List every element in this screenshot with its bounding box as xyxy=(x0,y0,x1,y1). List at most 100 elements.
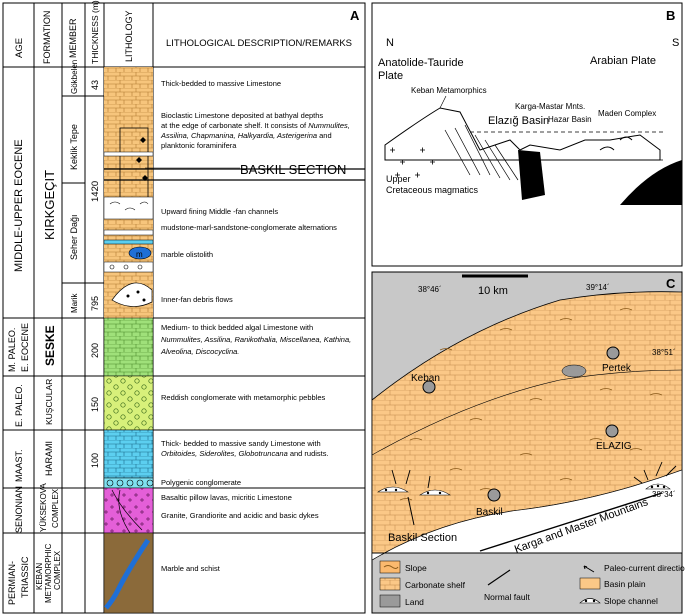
scale-label: 10 km xyxy=(478,285,508,297)
hazar-basin-label: Hazar Basin xyxy=(548,115,592,124)
karga-mastar-label: Karga-Mastar Mnts. xyxy=(515,102,585,111)
town-elazig xyxy=(605,424,619,438)
age-permian: PERMIAN- xyxy=(7,561,17,605)
panel-b-letter: B xyxy=(666,8,675,23)
south-label: S xyxy=(672,37,679,49)
age-m-paleo: M. PALEO. xyxy=(7,328,17,372)
desc-keklik-2: at the edge of carbonate shelf. It consi… xyxy=(161,121,350,130)
member-gokbelen: Gökbelen xyxy=(70,60,79,94)
lat-2: 38°34´ xyxy=(652,490,676,499)
town-pertek xyxy=(606,346,620,360)
age-maast: MAAST. xyxy=(14,449,24,482)
thickness-100: 100 xyxy=(90,453,100,468)
slope-channel-east xyxy=(633,461,677,490)
lon-2: 39°14´ xyxy=(586,283,610,292)
marble-olistolith xyxy=(128,246,152,260)
desc-seher-3: marble olistolith xyxy=(161,250,213,259)
desc-keklik-1: Bioclastic Limestone deposited at bathya… xyxy=(161,111,323,120)
header-thickness: THICKNESS (m) xyxy=(90,0,100,64)
desc-seher-1: Upward fining Middle -fan channels xyxy=(161,207,278,216)
maden-complex-label: Maden Complex xyxy=(598,109,656,118)
plate-left-2: Plate xyxy=(378,70,403,82)
north-label: N xyxy=(386,37,394,49)
baskil-label: Baskil xyxy=(476,507,503,518)
formation-seske: SESKE xyxy=(43,325,57,366)
desc-harami-1: Thick- bedded to massive sandy Limestone… xyxy=(161,439,321,448)
member-seher: Seher Dağı xyxy=(69,214,79,260)
panel-c: C 38°46´ 39°14´ 10 km 38°51´ 38°34´ Pert… xyxy=(371,271,685,614)
thickness-43: 43 xyxy=(90,80,100,90)
panel-a: A AGE FORMATION MEMBER THICKNESS (m) LIT… xyxy=(2,0,366,614)
header-member: MEMBER xyxy=(68,18,78,58)
desc-keklik-3: Assilina, Chapmanina, Halkyardia, Asteri… xyxy=(160,131,332,140)
thickness-150: 150 xyxy=(90,397,100,412)
formation-keban-complex: COMPLEX xyxy=(53,550,62,590)
desc-yuksekova-2: Granite, Grandiorite and acidic and basi… xyxy=(161,511,319,520)
formation-kirkgecit: KIRKGEÇIT xyxy=(42,170,57,240)
town-baskil xyxy=(487,488,501,502)
header-description: LITHOLOGICAL DESCRIPTION/REMARKS xyxy=(166,38,352,49)
legend-land: Land xyxy=(405,597,424,607)
desc-polygenic: Polygenic conglomerate xyxy=(161,478,241,487)
age-senonian: SENONIAN xyxy=(14,486,24,533)
plate-right: Arabian Plate xyxy=(590,55,656,67)
formation-keban: KEBAN xyxy=(35,563,44,590)
formation-harami: HARAMI xyxy=(44,441,54,476)
member-marik: Marik xyxy=(70,292,79,313)
panel-c-letter: C xyxy=(666,276,676,291)
legend-basin: Basin plain xyxy=(604,579,646,589)
legend-paleo: Paleo-current direction xyxy=(604,563,685,573)
desc-seske-1: Medium- to thick bedded algal Limestone … xyxy=(161,323,313,332)
age-mid-upper-eocene: MIDDLE-UPPER EOCENE xyxy=(13,139,25,272)
header-lithology: LITHOLOGY xyxy=(124,10,134,62)
keban-label: Keban xyxy=(411,373,440,384)
desc-marik: Inner-fan debris flows xyxy=(161,295,233,304)
olistolith-label: m xyxy=(136,250,143,259)
desc-seske-3: Alveolina, Discocyclina. xyxy=(160,347,239,356)
lat-1: 38°51´ xyxy=(652,348,676,357)
baskil-section-map-label: Baskil Section xyxy=(388,532,457,544)
header-age: AGE xyxy=(14,38,25,58)
desc-harami-2: Orbitoides, Siderolites, Globotruncana a… xyxy=(161,449,329,458)
thickness-795: 795 xyxy=(90,296,100,311)
normal-fault xyxy=(479,492,663,552)
plate-left-1: Anatolide-Tauride xyxy=(378,57,464,69)
elazig-basin-label: Elazığ Basin xyxy=(488,115,549,127)
formation-kuscular: KUŞCULAR xyxy=(44,379,54,425)
desc-seske-2: Nummulites, Assilina, Ranikothalia, Misc… xyxy=(161,335,351,344)
legend-shelf: Carbonate shelf xyxy=(405,580,466,590)
formation-keban-metamorphic: METAMORPHIC xyxy=(44,543,53,603)
member-keklik: Keklik Tepe xyxy=(69,124,79,170)
desc-yuksekova-1: Basaltic pillow lavas, micritic Limeston… xyxy=(161,493,292,502)
panel-b: B N S Anatolide-Tauride Plate Arabian Pl… xyxy=(371,2,683,267)
age-e-paleo: E. PALEO. xyxy=(14,384,24,427)
legend-fault: Normal fault xyxy=(484,592,530,602)
thickness-1420: 1420 xyxy=(90,181,101,202)
desc-seher-2: mudstone-marl-sandstone-conglomerate alt… xyxy=(161,223,337,232)
legend-channel: Slope channel xyxy=(604,596,658,606)
keban-metamorphics-label: Keban Metamorphics xyxy=(411,86,487,95)
age-triassic: TRIASSIC xyxy=(20,556,30,598)
lon-1: 38°46´ xyxy=(418,285,442,294)
lithology-column: m xyxy=(103,67,154,614)
desc-gokbelen: Thick-bedded to massive Limestone xyxy=(161,79,281,88)
legend: Slope Carbonate shelf Land Normal fault … xyxy=(379,560,685,608)
town-keban xyxy=(422,380,436,394)
formation-yuksekova: YÜKSEKOVA xyxy=(39,483,48,532)
cretaceous-label: Cretaceous magmatics xyxy=(386,185,479,195)
elazig-label: ELAZIG xyxy=(596,441,632,452)
desc-keban: Marble and schist xyxy=(161,564,221,573)
pertek-label: Pertek xyxy=(602,363,632,374)
desc-keklik-4: planktonic foraminifera xyxy=(161,141,237,150)
thickness-200: 200 xyxy=(90,343,100,358)
panel-a-letter: A xyxy=(350,8,360,23)
desc-kuscular: Reddish conglomerate with metamorphic pe… xyxy=(161,393,326,402)
baskil-section-label: BASKIL SECTION xyxy=(240,162,346,177)
legend-slope: Slope xyxy=(405,563,427,573)
formation-yuksekova-complex: COMPLEX xyxy=(51,488,60,528)
header-formation: FORMATION xyxy=(42,11,52,64)
upper-label: Upper xyxy=(386,174,411,184)
age-e-eocene: E. EOCENE xyxy=(20,323,30,372)
slope-channel-west xyxy=(377,469,451,526)
